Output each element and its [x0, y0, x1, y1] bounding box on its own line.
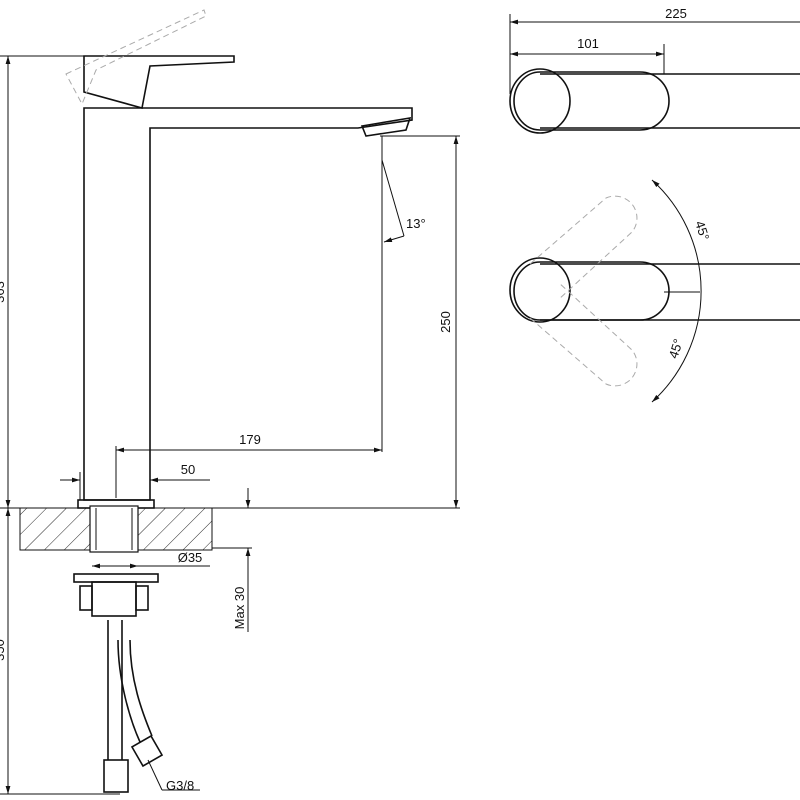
rotation-view: 45° 45° [509, 179, 800, 403]
connection-label: G3/8 [166, 778, 194, 793]
dim-handle-length: 101 [577, 36, 599, 51]
spout-top [540, 73, 800, 129]
mounting-nut [91, 581, 137, 617]
dim-base-width: 50 [181, 462, 195, 477]
handle [83, 55, 235, 110]
top-view: 225 101 [509, 6, 800, 134]
dim-spout-reach: 179 [239, 432, 261, 447]
dim-total-length: 225 [665, 6, 687, 21]
dim-max-thickness: Max 30 [232, 587, 247, 630]
dim-thread-diameter: Ø35 [178, 550, 203, 565]
dim-rotation-upper: 45° [692, 219, 712, 242]
dim-rotation-lower: 45° [666, 337, 686, 360]
mounting-plate [73, 573, 159, 583]
side-view: 363 350 250 13° 179 50 Ø35 [0, 9, 460, 795]
faucet-body [83, 107, 413, 501]
handle-ghost-up [529, 195, 638, 301]
dim-hose-length: 350 [0, 639, 7, 661]
handle-ghost-down [529, 281, 638, 387]
hose-fitting-2 [130, 734, 164, 768]
body-rotation [509, 257, 571, 323]
aerator [360, 116, 412, 137]
dim-spout-angle: 13° [406, 216, 426, 231]
rotation-arc [651, 179, 702, 403]
dim-overall-height: 363 [0, 281, 7, 303]
dim-outlet-height: 250 [438, 311, 453, 333]
handle-rotation [513, 261, 670, 321]
hose-fitting-1 [103, 759, 129, 793]
body-top [509, 68, 571, 134]
handle-top [513, 71, 670, 131]
handle-ghost [65, 9, 207, 106]
hose-2 [117, 639, 141, 743]
mounting-hole [89, 505, 139, 553]
